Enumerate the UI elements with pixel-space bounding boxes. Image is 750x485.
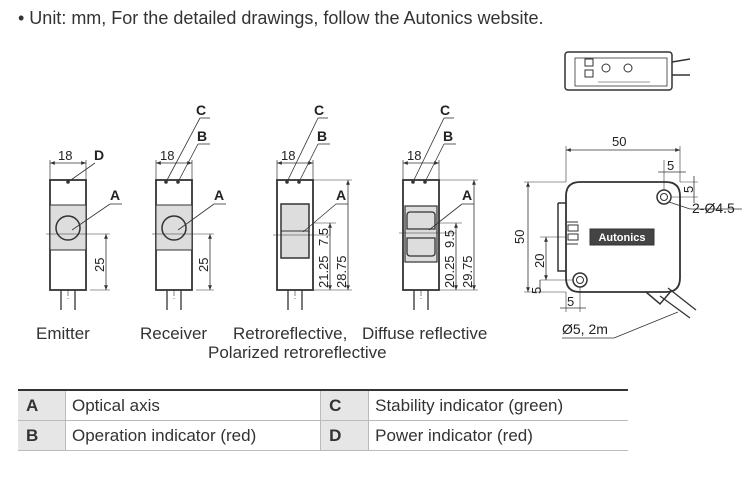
side-dim-5-bottom-h: 5 bbox=[567, 294, 574, 309]
legend-table: A Optical axis C Stability indicator (gr… bbox=[18, 389, 628, 451]
retroreflective-drawing: 18 C B A 21.25 7.5 28.75 bbox=[273, 102, 352, 310]
diffuse-letter-b: B bbox=[443, 128, 453, 144]
legend-value: Optical axis bbox=[64, 390, 321, 421]
receiver-width-label: 18 bbox=[160, 148, 174, 163]
retro-dim-28-75: 28.75 bbox=[334, 255, 349, 288]
emitter-letter-d: D bbox=[94, 147, 104, 163]
legend-value: Operation indicator (red) bbox=[64, 420, 321, 451]
receiver-height-label: 25 bbox=[196, 258, 211, 272]
top-view-sketch bbox=[564, 51, 691, 91]
receiver-letter-c: C bbox=[196, 102, 206, 118]
emitter-width-label: 18 bbox=[58, 148, 72, 163]
retro-width-label: 18 bbox=[281, 148, 295, 163]
diffuse-drawing: 18 C B A 20.25 9.5 29.75 bbox=[399, 102, 478, 310]
diffuse-letter-c: C bbox=[440, 102, 450, 118]
diffuse-width-label: 18 bbox=[407, 148, 421, 163]
diffuse-dim-20-25: 20.25 bbox=[442, 255, 457, 288]
legend-key: D bbox=[320, 420, 369, 451]
diffuse-letter-a: A bbox=[462, 187, 472, 203]
unit-note: • Unit: mm, For the detailed drawings, f… bbox=[18, 8, 544, 28]
caption-emitter: Emitter bbox=[36, 324, 90, 343]
diffuse-dim-9-5: 9.5 bbox=[442, 230, 457, 248]
brand-label: Autonics bbox=[598, 232, 645, 244]
receiver-letter-b: B bbox=[197, 128, 207, 144]
retro-letter-a: A bbox=[336, 187, 346, 203]
retro-dim-7-5: 7.5 bbox=[316, 228, 331, 246]
receiver-letter-a: A bbox=[214, 187, 224, 203]
side-cable-label: Ø5, 2m bbox=[562, 321, 608, 337]
retro-letter-c: C bbox=[314, 102, 324, 118]
retro-dim-21-25: 21.25 bbox=[316, 255, 331, 288]
legend-row: A Optical axis C Stability indicator (gr… bbox=[18, 390, 628, 421]
legend-key: B bbox=[18, 420, 66, 451]
legend-value: Power indicator (red) bbox=[368, 420, 628, 451]
emitter-letter-a: A bbox=[110, 187, 120, 203]
retro-letter-b: B bbox=[317, 128, 327, 144]
diffuse-dim-29-75: 29.75 bbox=[460, 255, 475, 288]
caption-receiver: Receiver bbox=[140, 324, 208, 343]
side-dim-5-top-h: 5 bbox=[667, 158, 674, 173]
side-dim-20: 20 bbox=[532, 254, 547, 268]
caption-polarized: Polarized retroreflective bbox=[208, 343, 387, 362]
legend-key: A bbox=[18, 390, 66, 421]
legend-value: Stability indicator (green) bbox=[368, 390, 628, 421]
emitter-height-label: 25 bbox=[92, 258, 107, 272]
side-holes-label: 2-Ø4.5 bbox=[692, 200, 735, 216]
legend-key: C bbox=[320, 390, 369, 421]
caption-retroreflective: Retroreflective, bbox=[233, 324, 348, 343]
caption-diffuse: Diffuse reflective bbox=[362, 324, 488, 343]
side-dim-5-top-v: 5 bbox=[681, 186, 696, 193]
side-view-drawing: Autonics 50 50 20 5 5 5 5 bbox=[512, 134, 742, 339]
emitter-drawing: 18 D A 25 bbox=[46, 147, 122, 310]
side-dim-5-bottom: 5 bbox=[529, 287, 544, 294]
side-height-label: 50 bbox=[512, 230, 527, 244]
legend-row: B Operation indicator (red) D Power indi… bbox=[18, 420, 628, 451]
receiver-drawing: 18 C B A 25 bbox=[152, 102, 226, 310]
side-width-label: 50 bbox=[612, 134, 626, 149]
